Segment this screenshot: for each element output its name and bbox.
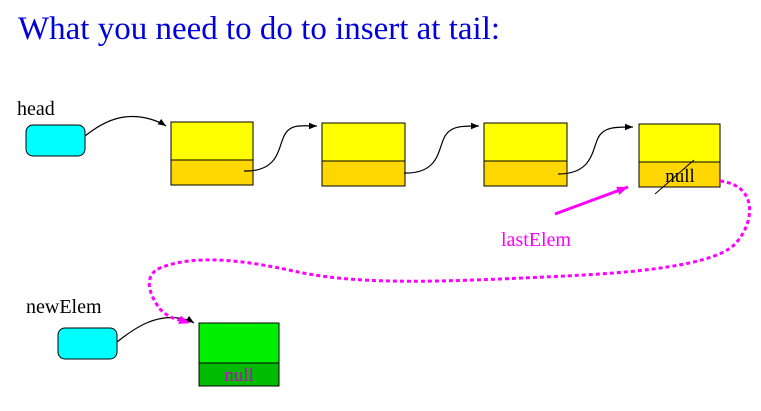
new-node-next-field: [198, 362, 280, 387]
tail-to-new-dashed-link: [147, 179, 752, 325]
node-1-data-field: [170, 121, 254, 161]
node-3-next-field: [483, 160, 568, 187]
head-pointer-box: [25, 124, 86, 157]
new-node-data-field: [198, 322, 280, 364]
next-arrow-3-to-tail: [557, 123, 634, 175]
diagram-title: What you need to do to insert at tail:: [18, 11, 500, 47]
new-elem-arrow: [116, 315, 195, 343]
last-elem-arrow: [554, 185, 629, 216]
tail-node-data-field: [638, 123, 721, 163]
new-node: null: [198, 322, 280, 387]
list-node-1: [170, 121, 254, 186]
list-node-2: [321, 122, 406, 187]
next-arrow-2-to-3: [403, 122, 480, 174]
tail-node: null: [638, 123, 721, 195]
tail-next-crossed-out-line: [654, 159, 695, 195]
next-arrow-1-to-2: [243, 122, 318, 172]
node-2-next-field: [321, 160, 406, 187]
new-next-null-text: null: [224, 365, 254, 386]
node-3-data-field: [483, 122, 568, 162]
new-elem-pointer-box: [57, 327, 118, 360]
last-elem-label: lastElem: [501, 229, 571, 251]
list-node-3: [483, 122, 568, 187]
node-1-next-field: [170, 159, 254, 186]
tail-node-next-field: [638, 161, 721, 188]
node-2-data-field: [321, 122, 406, 162]
head-label: head: [17, 98, 55, 120]
new-elem-label: newElem: [26, 296, 102, 318]
head-arrow: [84, 115, 167, 137]
tail-next-null-text: null: [665, 166, 695, 187]
